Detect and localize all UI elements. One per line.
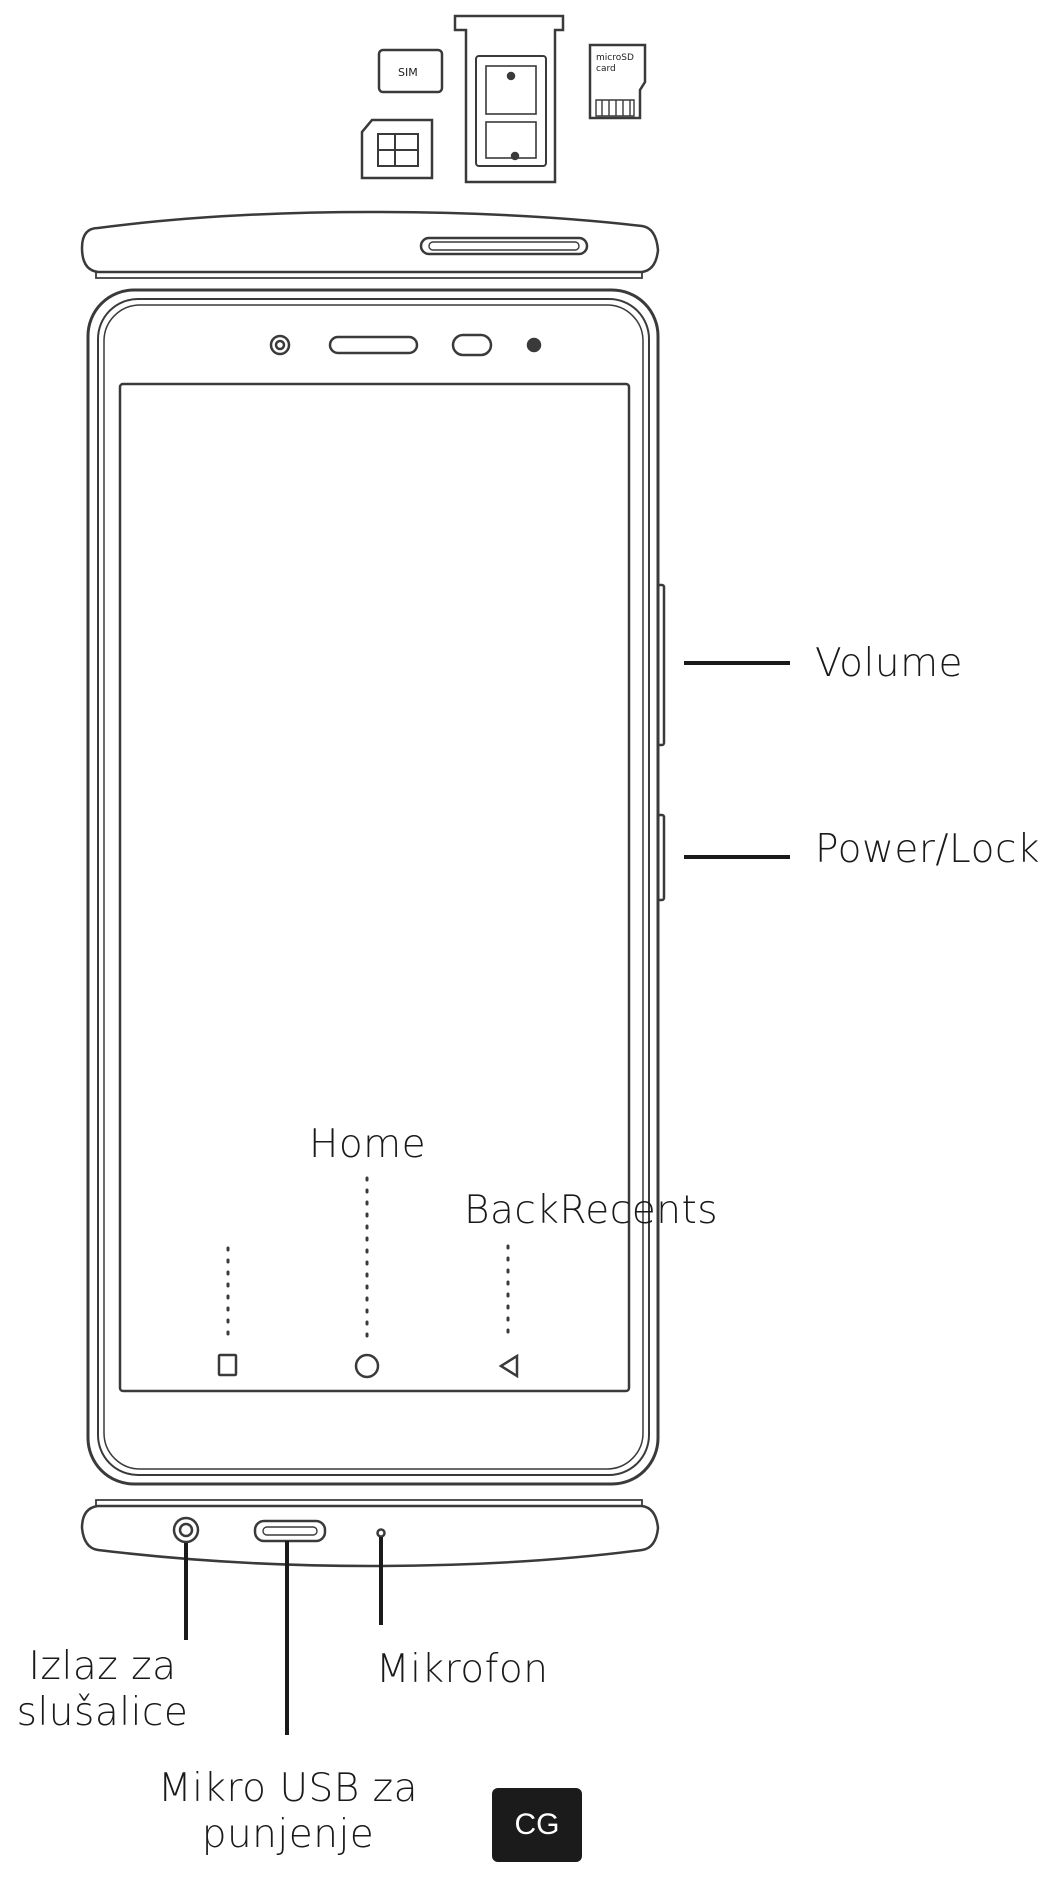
volume-label: Volume (815, 641, 964, 686)
cg-badge: CG (492, 1788, 582, 1862)
recents-square-icon (217, 1353, 238, 1377)
headphone-jack (172, 1516, 200, 1544)
earpiece-speaker (328, 335, 419, 355)
micro-sim-card (360, 118, 434, 180)
microphone-label: Mikrofon (376, 1647, 549, 1692)
front-camera (269, 334, 291, 356)
nano-sim-card (377, 48, 444, 94)
home-label: Home (309, 1122, 427, 1167)
front-flash (526, 337, 542, 353)
sim-tray-group (360, 14, 647, 184)
sim-tray-slot (419, 236, 589, 256)
phone-front (86, 288, 666, 1486)
headphone-jack-label: Izlaz za slušalice (16, 1644, 189, 1736)
nano-sim-label: SIM (398, 66, 418, 79)
phone-top-edge (80, 210, 660, 279)
home-circle-icon (354, 1353, 380, 1379)
micro-usb-port (253, 1519, 327, 1543)
microsd-card (588, 43, 647, 120)
back-triangle-icon (498, 1353, 519, 1379)
proximity-sensor (451, 333, 493, 357)
back-recents-label: BackRecents (464, 1188, 719, 1233)
volume-button (656, 583, 666, 747)
microphone-hole (376, 1528, 386, 1538)
microsd-label-2: card (596, 64, 616, 74)
phone-screen (118, 382, 631, 1393)
power-button (656, 813, 666, 902)
power-lock-label: Power/Lock (815, 827, 1040, 872)
microsd-label-1: microSD (596, 53, 634, 63)
phone-bottom-edge (80, 1499, 660, 1568)
micro-usb-label: Mikro USB za punjenje (157, 1766, 419, 1858)
sim-tray (453, 14, 565, 184)
